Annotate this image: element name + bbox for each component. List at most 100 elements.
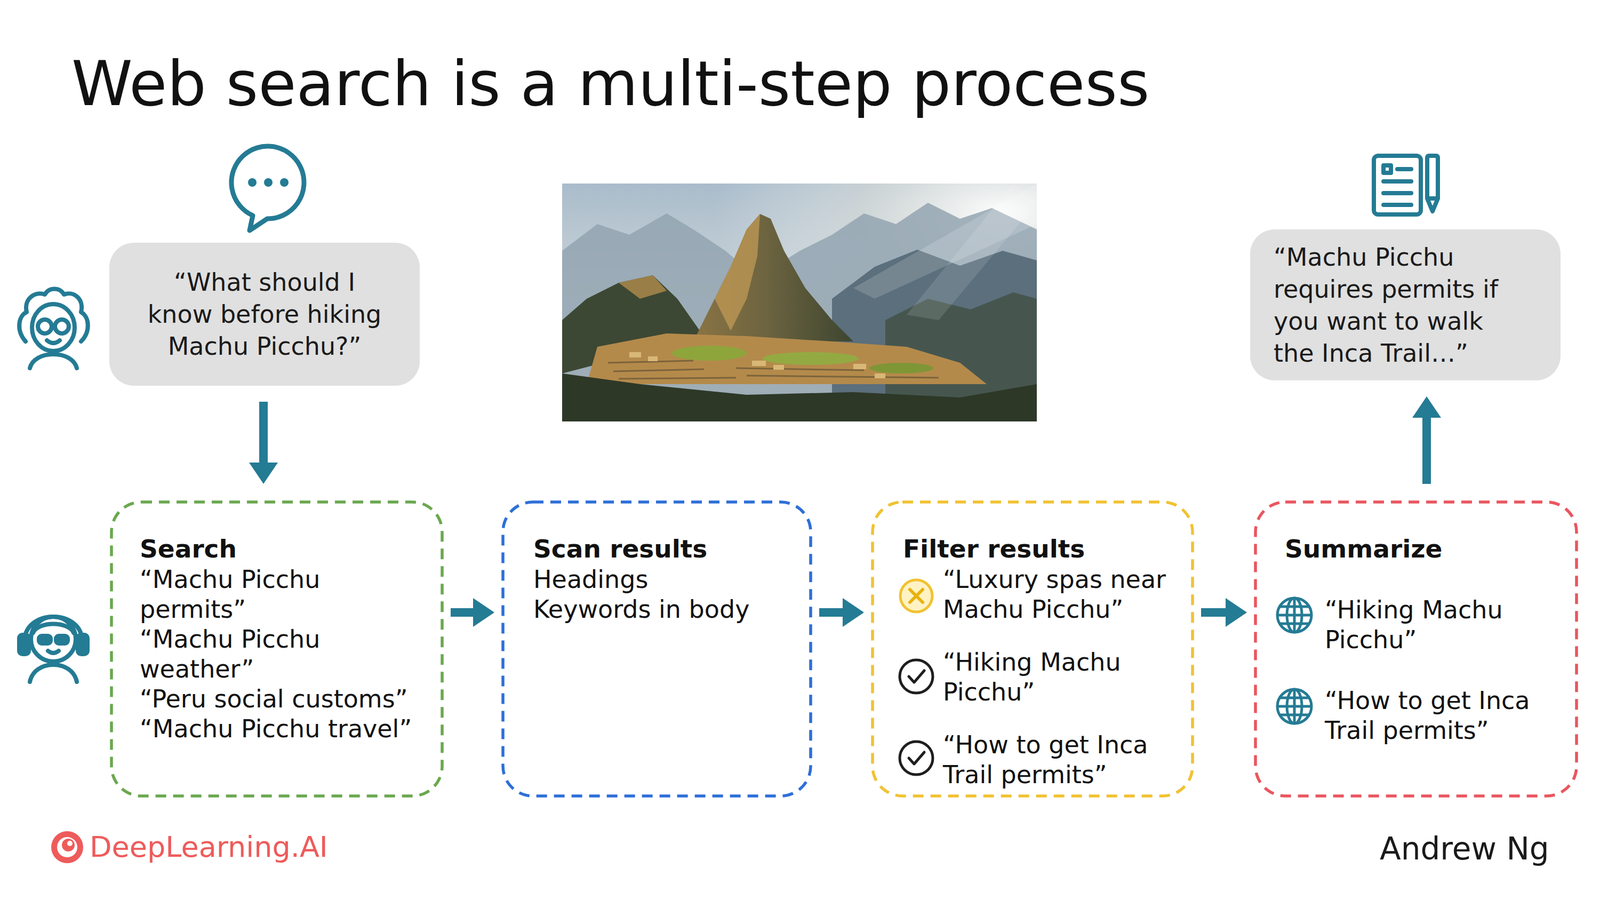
- photo-sun-haze: [562, 183, 1037, 422]
- light-ray: [906, 183, 1037, 320]
- globe-parallel: [1277, 613, 1312, 617]
- web-page-icon: [1277, 689, 1312, 724]
- speech-box: “Machu Picchu requires permits if you wa…: [1250, 229, 1561, 381]
- light-ray: [853, 183, 1037, 299]
- dashed-outline: [1255, 501, 1577, 796]
- agent-hair: [33, 624, 74, 634]
- box-content: Scan resultsHeadingsKeywords in body: [533, 532, 790, 624]
- document-page: [1373, 155, 1421, 215]
- agent-glasses: [56, 635, 68, 644]
- process-step-box: Filter results“Luxury spas near Machu Pi…: [870, 499, 1195, 798]
- process-step-box: Summarize “Hiking Machu Picchu” “How to ge…: [1253, 499, 1579, 798]
- speech-box: “What should I know before hiking Machu …: [109, 242, 420, 386]
- document-icon: [1373, 155, 1438, 215]
- ruin-wall: [752, 360, 766, 366]
- speech-bubble-icon: [231, 146, 304, 231]
- reject-icon: [900, 579, 933, 612]
- right-mountains: [832, 249, 1037, 422]
- peak-sunlit-face: [714, 213, 760, 331]
- terrace-line: [618, 377, 736, 379]
- box-content: Filter results“Luxury spas near Machu Pi…: [902, 532, 1178, 790]
- photo-sky: [562, 183, 1037, 422]
- foreground-slope: [562, 373, 1037, 422]
- left-mountain: [562, 275, 704, 374]
- ruin-wall: [773, 364, 784, 370]
- globe-parallel: [1280, 606, 1309, 624]
- step-heading: Scan results: [533, 532, 790, 565]
- reject-circle: [900, 579, 933, 612]
- user-glasses: [37, 319, 52, 334]
- box-content: Search“Machu Picchu permits”“Machu Picch…: [139, 532, 422, 744]
- terrace-line: [746, 375, 939, 378]
- flow-arrow: [1422, 417, 1431, 484]
- step-item: “Hiking Machu Picchu”: [1324, 594, 1560, 655]
- web-page-icon: [1277, 597, 1312, 632]
- user-shoulders: [29, 354, 77, 368]
- flow-arrow: [819, 608, 843, 617]
- ruins-lawn: [869, 362, 934, 374]
- step-item: “Luxury spas near Machu Picchu”: [942, 564, 1178, 624]
- document-line: [1383, 202, 1412, 207]
- agent-icon: [19, 616, 88, 682]
- agent-shoulders: [29, 664, 77, 682]
- speech-text: “Machu Picchu requires permits if you wa…: [1273, 241, 1525, 370]
- agent-mouth: [48, 650, 59, 653]
- accept-check: [908, 670, 925, 683]
- globe-outline: [1277, 597, 1312, 632]
- glasses-bridge: [51, 324, 55, 329]
- user-face: [32, 304, 75, 351]
- bubble-dot: [248, 178, 257, 187]
- terrace-line: [613, 369, 704, 372]
- step-heading: Search: [139, 532, 422, 565]
- dashed-outline: [872, 501, 1193, 796]
- accept-icon: [899, 741, 933, 775]
- accept-icon: [899, 659, 933, 693]
- pencil-tip: [1427, 198, 1438, 212]
- process-step-box: Search“Machu Picchu permits”“Machu Picch…: [109, 499, 445, 798]
- logo-text: DeepLearning.AI: [89, 829, 328, 865]
- document-line: [1383, 190, 1412, 196]
- logo-ring: [57, 836, 78, 858]
- step-item: “How to get Inca Trail permits”: [1324, 685, 1560, 746]
- ruin-wall: [629, 352, 642, 358]
- box-content: “What should I know before hiking Machu …: [141, 266, 388, 363]
- user-hair: [19, 289, 88, 342]
- step-item: Headings: [533, 564, 790, 595]
- agent-head: [30, 616, 76, 662]
- step-item: “Machu Picchu weather”: [139, 624, 422, 684]
- document-line: [1383, 179, 1412, 184]
- reject-cross: [909, 589, 923, 603]
- logo-dot: [67, 840, 73, 846]
- step-item: “Hiking Machu Picchu”: [942, 646, 1178, 707]
- ruins-lawn: [672, 345, 747, 361]
- user-smile: [46, 340, 60, 343]
- globe-meridian: [1293, 689, 1296, 724]
- ruins-buildings: [629, 352, 886, 379]
- step-item: “Machu Picchu travel”: [139, 713, 422, 744]
- flow-arrow: [259, 401, 268, 463]
- huayna-picchu-peak: [693, 213, 854, 342]
- globe-outline: [1277, 689, 1312, 724]
- ruin-wall: [874, 373, 886, 379]
- accept-circle: [899, 741, 933, 775]
- distant-mountains: [562, 202, 1037, 422]
- flow-arrow: [450, 608, 474, 617]
- ruin-wall: [648, 356, 658, 362]
- ruins-lawn: [762, 352, 859, 365]
- ruins-plateau: [586, 333, 987, 384]
- step-heading: Summarize: [1284, 532, 1560, 565]
- globe-meridian: [1286, 689, 1302, 724]
- agent-headset-band: [24, 616, 83, 643]
- box-content: Summarize “Hiking Machu Picchu” “How to ge…: [1284, 532, 1560, 746]
- accept-check: [908, 752, 925, 764]
- bubble-dot: [280, 178, 289, 187]
- ruin-wall: [853, 363, 867, 370]
- step-item: “Machu Picchu permits”: [139, 564, 422, 624]
- ruins-terraces: [608, 360, 939, 379]
- globe-meridian: [1293, 597, 1296, 632]
- step-item: “Peru social customs”: [139, 683, 422, 714]
- document-line: [1397, 166, 1412, 172]
- pencil-body: [1427, 155, 1438, 199]
